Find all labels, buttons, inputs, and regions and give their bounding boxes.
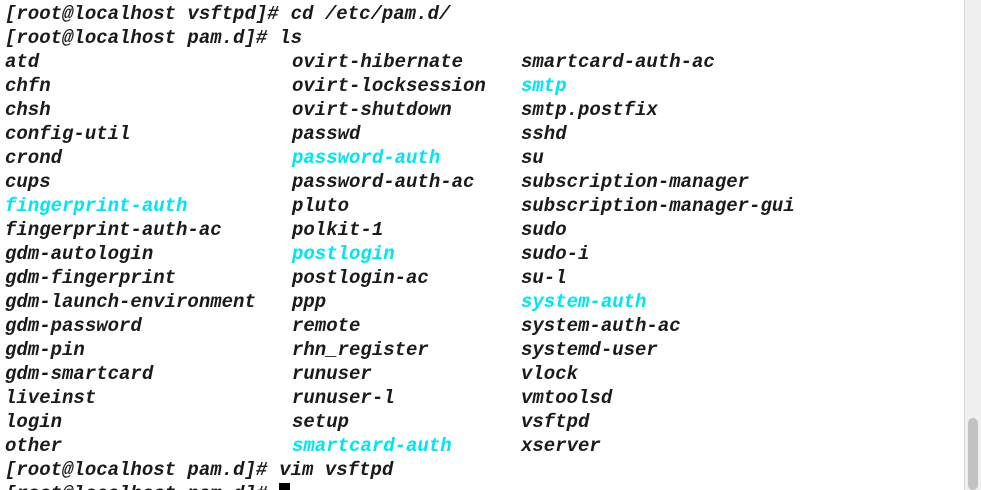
file-entry: system-auth-ac bbox=[521, 315, 681, 337]
file-entry: gdm-pin bbox=[5, 339, 85, 361]
command-text: ls bbox=[279, 27, 303, 49]
file-entry: su bbox=[521, 147, 544, 169]
file-entry: chsh bbox=[5, 99, 51, 121]
file-entry: gdm-password bbox=[5, 315, 142, 337]
file-entry: smtp.postfix bbox=[521, 99, 658, 121]
file-entry: fingerprint-auth-ac bbox=[5, 219, 222, 241]
file-entry: liveinst bbox=[5, 387, 97, 409]
file-entry: other bbox=[5, 435, 63, 457]
scrollbar-thumb[interactable] bbox=[968, 418, 978, 490]
file-entry: xserver bbox=[521, 435, 601, 457]
command-text: vim vsftpd bbox=[279, 459, 394, 481]
file-entry-symlink: smtp bbox=[521, 75, 567, 97]
file-entry: polkit-1 bbox=[292, 219, 384, 241]
shell-prompt: [root@localhost pam.d]# bbox=[5, 27, 268, 49]
file-entry: chfn bbox=[5, 75, 51, 97]
file-entry: ovirt-locksession bbox=[292, 75, 486, 97]
file-entry-symlink: system-auth bbox=[521, 291, 647, 313]
file-entry: vlock bbox=[521, 363, 579, 385]
file-entry: ppp bbox=[292, 291, 327, 313]
file-entry-symlink: fingerprint-auth bbox=[5, 195, 188, 217]
file-entry: config-util bbox=[5, 123, 131, 145]
file-entry: su-l bbox=[521, 267, 567, 289]
file-entry: vsftpd bbox=[521, 411, 590, 433]
file-entry: sshd bbox=[521, 123, 567, 145]
file-entry: ovirt-hibernate bbox=[292, 51, 464, 73]
file-entry: gdm-launch-environment bbox=[5, 291, 256, 313]
file-entry: password-auth-ac bbox=[292, 171, 475, 193]
file-entry: gdm-autologin bbox=[5, 243, 154, 265]
shell-prompt: [root@localhost pam.d]# bbox=[5, 459, 268, 481]
file-entry: runuser-l bbox=[292, 387, 395, 409]
file-entry: ovirt-shutdown bbox=[292, 99, 452, 121]
file-entry: passwd bbox=[292, 123, 361, 145]
file-entry: runuser bbox=[292, 363, 372, 385]
text-cursor[interactable] bbox=[279, 483, 291, 490]
file-entry: pluto bbox=[292, 195, 350, 217]
file-entry: sudo-i bbox=[521, 243, 590, 265]
file-entry: smartcard-auth-ac bbox=[521, 51, 715, 73]
command-line: [root@localhost pam.d]# ls bbox=[5, 26, 302, 50]
file-entry: vmtoolsd bbox=[521, 387, 613, 409]
file-entry: subscription-manager bbox=[521, 171, 750, 193]
shell-prompt: [root@localhost vsftpd]# bbox=[5, 3, 279, 25]
file-entry: remote bbox=[292, 315, 361, 337]
file-entry: gdm-fingerprint bbox=[5, 267, 177, 289]
command-line: [root@localhost vsftpd]# cd /etc/pam.d/ bbox=[5, 2, 450, 26]
file-entry: login bbox=[5, 411, 63, 433]
shell-prompt: [root@localhost pam.d]# bbox=[5, 483, 267, 490]
file-entry-symlink: smartcard-auth bbox=[292, 435, 452, 457]
file-entry: systemd-user bbox=[521, 339, 658, 361]
file-entry: setup bbox=[292, 411, 350, 433]
file-entry: atd bbox=[5, 51, 40, 73]
command-line: [root@localhost pam.d]# vim vsftpd bbox=[5, 458, 393, 482]
file-entry: postlogin-ac bbox=[292, 267, 429, 289]
file-entry: sudo bbox=[521, 219, 567, 241]
file-entry: rhn_register bbox=[292, 339, 429, 361]
file-entry-symlink: password-auth bbox=[292, 147, 441, 169]
file-entry: gdm-smartcard bbox=[5, 363, 154, 385]
file-entry-symlink: postlogin bbox=[292, 243, 395, 265]
file-entry: cups bbox=[5, 171, 51, 193]
command-line: [root@localhost pam.d]# bbox=[5, 482, 291, 490]
vertical-scrollbar[interactable] bbox=[964, 0, 981, 490]
file-entry: crond bbox=[5, 147, 63, 169]
command-text: cd /etc/pam.d/ bbox=[290, 3, 451, 25]
file-entry: subscription-manager-gui bbox=[521, 195, 795, 217]
